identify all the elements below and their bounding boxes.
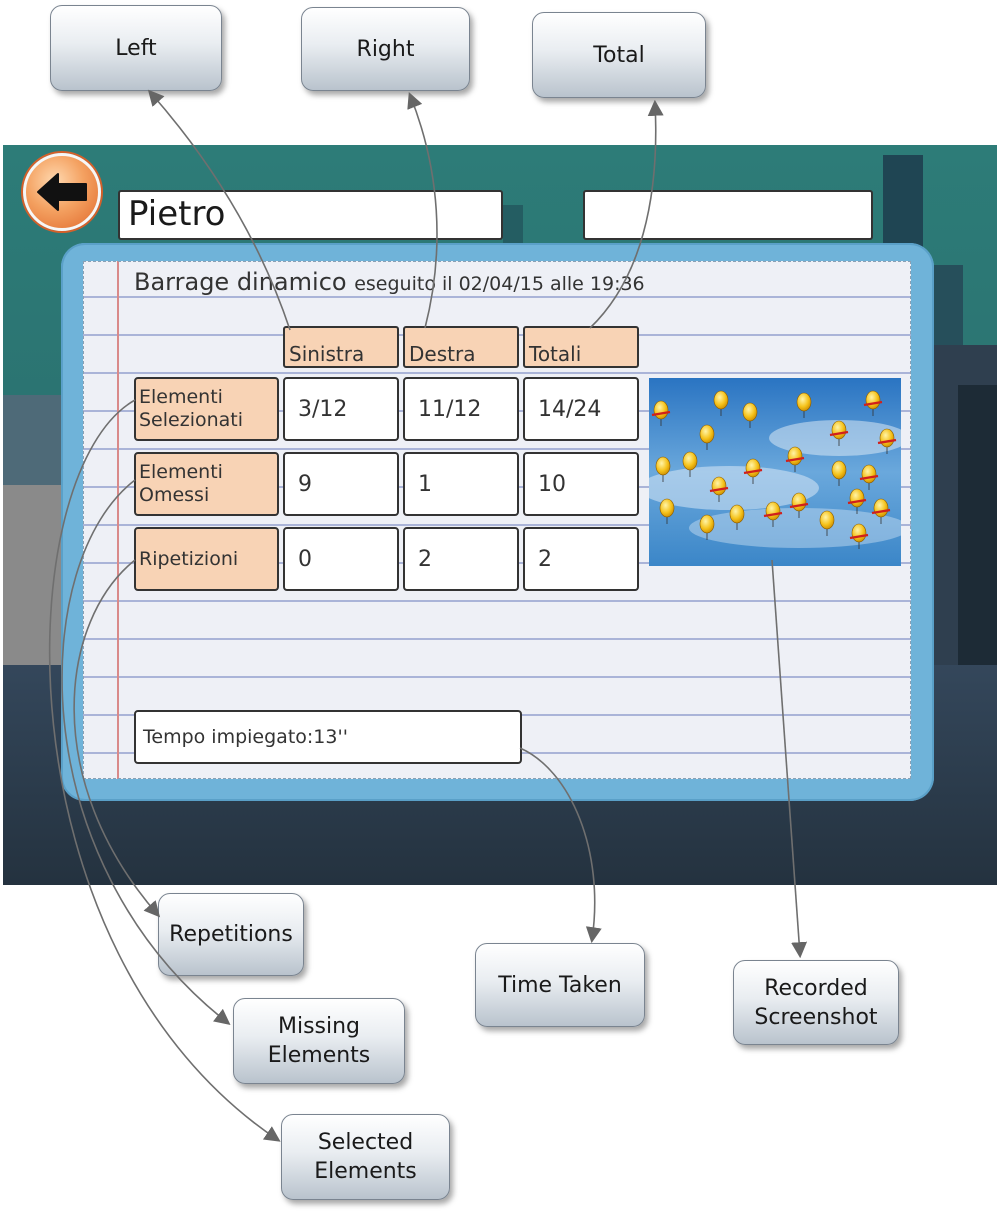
cell-repetitions-left: 0	[283, 527, 399, 591]
balloon-icon	[863, 390, 883, 416]
row-label-missed: Elementi Omessi	[134, 452, 279, 516]
arrow-left-icon	[37, 173, 87, 211]
row-label-selected: Elementi Selezionati	[134, 377, 279, 441]
cell-repetitions-right: 2	[403, 527, 519, 591]
balloon-targets	[651, 390, 897, 549]
callout-total: Total	[532, 12, 706, 98]
callout-time-taken: Time Taken	[475, 943, 645, 1027]
performed-date: eseguito il 02/04/15 alle 19:36	[354, 273, 645, 295]
balloon-icon	[713, 390, 729, 416]
cell-selected-total: 14/24	[523, 377, 639, 441]
cell-missed-total: 10	[523, 452, 639, 516]
callout-left: Left	[50, 5, 222, 91]
balloon-icon	[859, 464, 879, 490]
balloon-icon	[819, 510, 835, 536]
callout-recorded-screenshot: Recorded Screenshot	[733, 960, 899, 1045]
report-paper: Barrage dinamico eseguito il 02/04/15 al…	[83, 261, 911, 779]
balloon-icon	[763, 501, 783, 527]
callout-selected-elements: Selected Elements	[281, 1114, 450, 1200]
callout-right: Right	[301, 7, 470, 91]
secondary-field[interactable]	[583, 190, 873, 240]
test-name: Barrage dinamico	[134, 268, 347, 296]
time-taken-field: Tempo impiegato:13''	[134, 710, 522, 764]
column-header-right: Destra	[403, 326, 519, 368]
balloon-icon	[877, 428, 897, 454]
balloon-icon	[789, 492, 809, 518]
balloon-icon	[849, 523, 869, 549]
balloon-icon	[831, 460, 847, 486]
balloon-icon	[871, 498, 891, 524]
recorded-screenshot-thumbnail[interactable]	[649, 378, 901, 566]
balloon-icon	[829, 420, 849, 446]
app-screenshot: Pietro Barrage dinamico eseguito il 02/0…	[3, 145, 997, 885]
report-title: Barrage dinamico eseguito il 02/04/15 al…	[134, 268, 645, 296]
cell-missed-left: 9	[283, 452, 399, 516]
balloon-icon	[785, 446, 805, 472]
balloon-icon	[709, 476, 729, 502]
cell-missed-right: 1	[403, 452, 519, 516]
row-label-repetitions: Ripetizioni	[134, 527, 279, 591]
balloon-icon	[743, 458, 763, 484]
column-header-left: Sinistra	[283, 326, 399, 368]
balloon-icon	[742, 402, 758, 428]
cell-selected-left: 3/12	[283, 377, 399, 441]
callout-repetitions: Repetitions	[158, 893, 304, 976]
balloon-icon	[659, 498, 675, 524]
balloon-icon	[651, 400, 671, 426]
balloon-icon	[699, 514, 715, 540]
callout-missing-elements: Missing Elements	[233, 998, 405, 1084]
patient-name-field[interactable]: Pietro	[118, 190, 503, 240]
balloon-icon	[729, 504, 745, 530]
column-header-total: Totali	[523, 326, 639, 368]
balloon-icon	[699, 424, 715, 450]
cell-repetitions-total: 2	[523, 527, 639, 591]
balloon-icon	[682, 451, 698, 477]
balloon-icon	[847, 488, 867, 514]
back-button[interactable]	[23, 153, 101, 231]
balloon-icon	[796, 392, 812, 418]
balloon-icon	[655, 456, 671, 482]
report-panel: Barrage dinamico eseguito il 02/04/15 al…	[61, 243, 934, 801]
cell-selected-right: 11/12	[403, 377, 519, 441]
